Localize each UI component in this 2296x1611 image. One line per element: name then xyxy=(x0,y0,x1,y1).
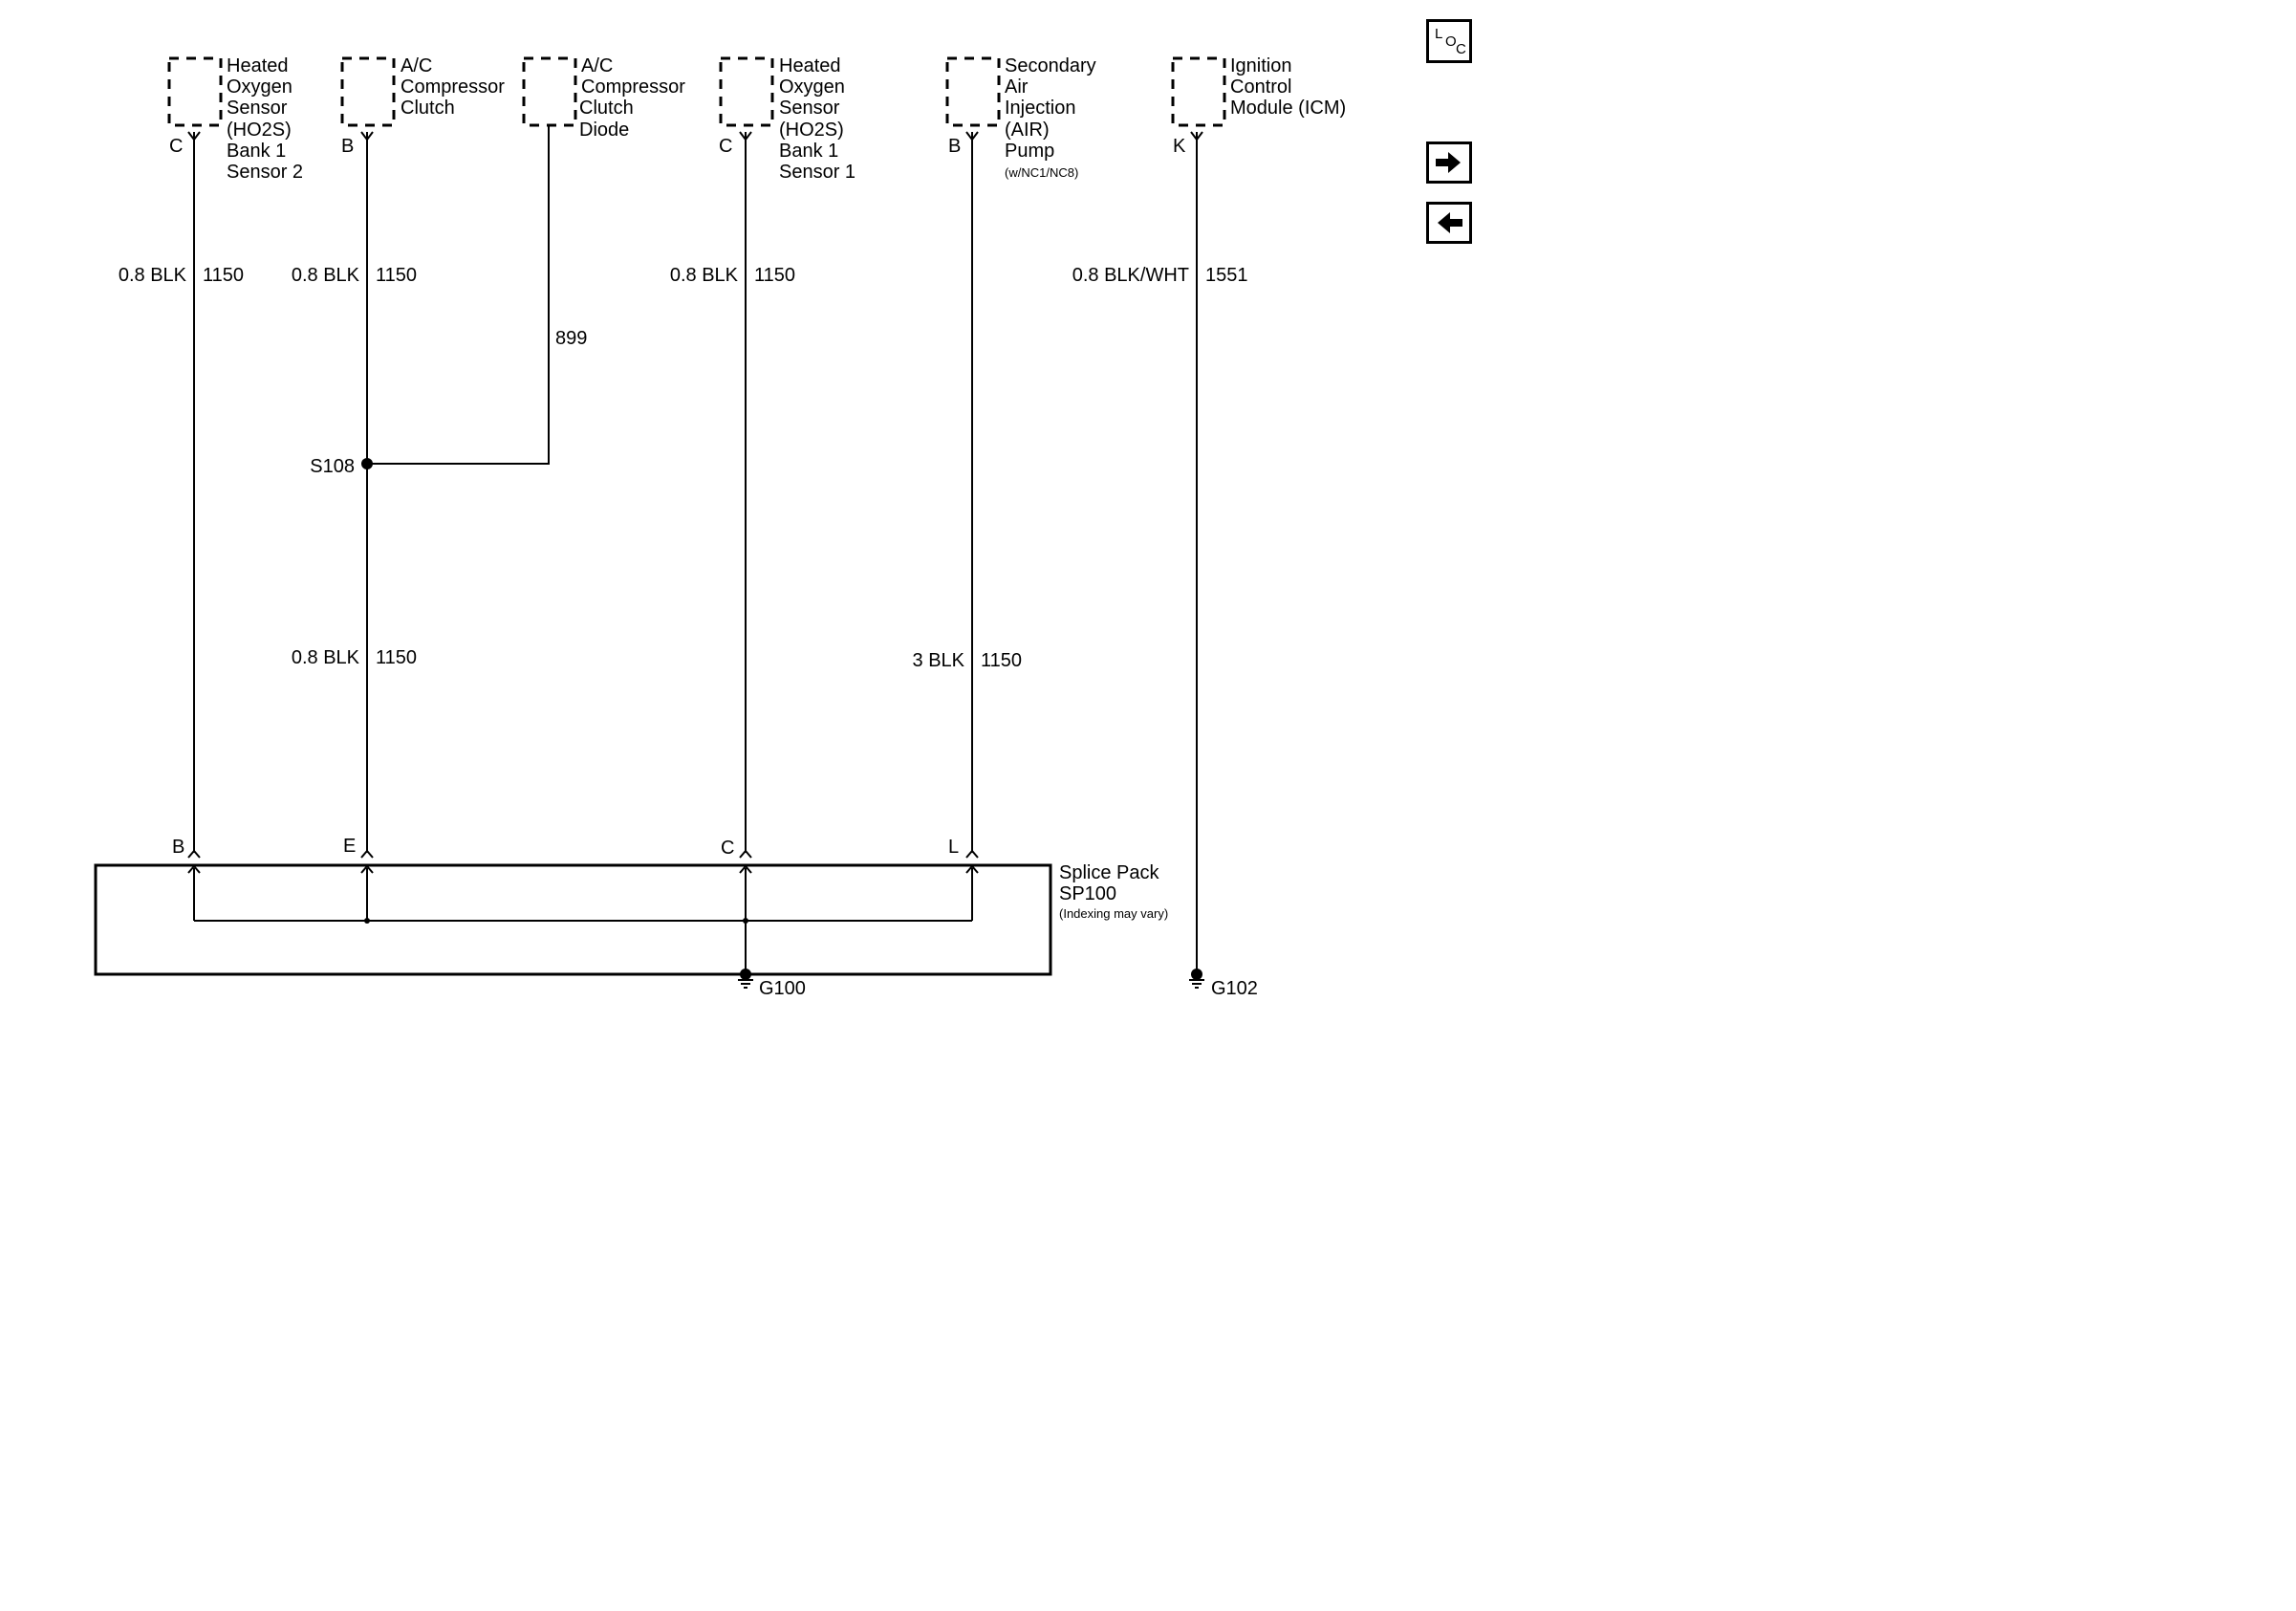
splice-s108: S108 xyxy=(310,456,373,477)
splice-pack-box xyxy=(94,863,1052,976)
ho2s-b1s1-outline xyxy=(719,56,774,127)
ho2s-b1s2-label-1: Heated xyxy=(227,55,289,76)
splice-s108-label: S108 xyxy=(310,456,355,477)
ho2s-b1s1-label-4: (HO2S) xyxy=(779,120,844,141)
icm-outline xyxy=(1171,56,1226,127)
ac-diode-label-4: Diode xyxy=(579,120,629,141)
ho2s-b1s1-pin: C xyxy=(719,136,732,157)
ho2s-b1s2-label-6: Sensor 2 xyxy=(227,162,303,183)
ac-diode-outline xyxy=(522,56,577,127)
ground-g100: G100 xyxy=(738,969,806,999)
wiring-diagram: Heated Oxygen Sensor (HO2S) Bank 1 Senso… xyxy=(94,55,1346,999)
ground-g102-icon xyxy=(1189,974,1204,989)
ac-clutch-label-2: Compressor xyxy=(401,76,505,98)
ho2s-b1s1-label-5: Bank 1 xyxy=(779,141,838,162)
ac-compressor-clutch: A/C Compressor Clutch B xyxy=(340,55,505,157)
ac-clutch-label-1: A/C xyxy=(401,55,432,76)
wire-labels: 0.8 BLK 1150 0.8 BLK 1150 899 0.8 BLK 11… xyxy=(119,265,1248,671)
ac-clutch-pin: B xyxy=(341,136,354,157)
wire-color-w2: 0.8 BLK xyxy=(292,265,360,286)
wire-circuit-w4: 1150 xyxy=(754,265,795,286)
ho2s-b1s2-outline xyxy=(167,56,223,127)
ho2s-b1s2-label-2: Oxygen xyxy=(227,76,292,98)
wire-color-w4: 0.8 BLK xyxy=(670,265,739,286)
ignition-control-module: Ignition Control Module (ICM) K xyxy=(1171,55,1346,157)
wire-circuit-w1: 1150 xyxy=(203,265,244,286)
ac-diode-label-3: Clutch xyxy=(579,98,634,119)
wire-color-w6: 0.8 BLK xyxy=(292,647,360,668)
arrow-right-icon xyxy=(1436,152,1461,173)
ho2s-b1s2-label-3: Sensor xyxy=(227,98,288,119)
ac-clutch-outline xyxy=(340,56,396,127)
wire-circuit-w7: 1150 xyxy=(981,650,1022,671)
sp-node-e xyxy=(364,918,370,924)
wire-circuit-w2: 1150 xyxy=(376,265,417,286)
loc-letter-l: L xyxy=(1435,26,1443,42)
air-pump-label-5: Pump xyxy=(1005,141,1054,162)
ground-g100-icon xyxy=(738,974,753,989)
ac-diode-label-1: A/C xyxy=(581,55,613,76)
icm-label-3: Module (ICM) xyxy=(1230,98,1346,119)
ground-g102-label: G102 xyxy=(1211,978,1258,999)
air-pump-option-note: (w/NC1/NC8) xyxy=(1005,165,1078,180)
splice-pack-terminals: B E C L xyxy=(172,836,979,874)
sp-terminal-c-upper xyxy=(739,849,752,859)
sp-pin-b: B xyxy=(172,837,184,858)
air-pump-pin: B xyxy=(948,136,961,157)
ac-compressor-clutch-diode: A/C Compressor Clutch Diode xyxy=(522,55,685,141)
air-pump-label-1: Secondary xyxy=(1005,55,1096,76)
ho2s-bank1-sensor2: Heated Oxygen Sensor (HO2S) Bank 1 Senso… xyxy=(167,55,303,183)
secondary-air-injection-pump: Secondary Air Injection (AIR) Pump (w/NC… xyxy=(945,55,1096,180)
sp-terminal-b-upper xyxy=(187,849,201,859)
splice-pack-label-1: Splice Pack xyxy=(1059,862,1159,883)
air-pump-label-3: Injection xyxy=(1005,98,1076,119)
ho2s-b1s2-label-5: Bank 1 xyxy=(227,141,286,162)
air-pump-outline xyxy=(945,56,1001,127)
next-page-button[interactable] xyxy=(1426,142,1472,184)
air-pump-label-2: Air xyxy=(1005,76,1029,98)
ho2s-b1s1-label-1: Heated xyxy=(779,55,841,76)
ac-diode-label-2: Compressor xyxy=(581,76,685,98)
loc-letter-c: C xyxy=(1456,41,1466,57)
wire-color-w5: 0.8 BLK/WHT xyxy=(1072,265,1189,286)
ground-g102: G102 xyxy=(1189,969,1258,999)
ho2s-b1s1-label-6: Sensor 1 xyxy=(779,162,856,183)
icm-label-1: Ignition xyxy=(1230,55,1292,76)
wire-circuit-w3: 899 xyxy=(555,328,587,349)
wires xyxy=(193,125,1198,974)
icm-label-2: Control xyxy=(1230,76,1291,98)
sp-terminal-l-upper xyxy=(965,849,979,859)
splice-pack-sp100: Splice Pack SP100 (Indexing may vary) xyxy=(94,862,1168,976)
wire-color-w1: 0.8 BLK xyxy=(119,265,187,286)
wire-circuit-w5: 1551 xyxy=(1205,265,1248,286)
component-locator-button[interactable]: L O C xyxy=(1426,19,1472,63)
loc-letter-o: O xyxy=(1445,33,1457,50)
sp-node-c xyxy=(743,918,748,924)
wire-circuit-w6: 1150 xyxy=(376,647,417,668)
sp-pin-c: C xyxy=(721,838,734,859)
ho2s-b1s2-label-4: (HO2S) xyxy=(227,120,292,141)
wire-color-w7: 3 BLK xyxy=(913,650,965,671)
arrow-left-icon xyxy=(1438,212,1462,233)
icm-pin: K xyxy=(1173,136,1186,157)
splice-pack-note: (Indexing may vary) xyxy=(1059,906,1168,921)
ho2s-b1s1-label-2: Oxygen xyxy=(779,76,845,98)
sp-pin-e: E xyxy=(343,836,356,857)
air-pump-label-4: (AIR) xyxy=(1005,120,1050,141)
ho2s-b1s2-pin: C xyxy=(169,136,183,157)
ac-clutch-label-3: Clutch xyxy=(401,98,455,119)
ho2s-b1s1-label-3: Sensor xyxy=(779,98,840,119)
splice-s108-dot xyxy=(361,458,373,469)
previous-page-button[interactable] xyxy=(1426,202,1472,244)
splice-pack-label-2: SP100 xyxy=(1059,883,1116,904)
wire-ac-diode xyxy=(367,125,550,465)
ground-g100-label: G100 xyxy=(759,978,806,999)
sp-pin-l: L xyxy=(948,837,959,858)
ho2s-bank1-sensor1: Heated Oxygen Sensor (HO2S) Bank 1 Senso… xyxy=(719,55,856,183)
sp-terminal-e-upper xyxy=(360,849,374,859)
